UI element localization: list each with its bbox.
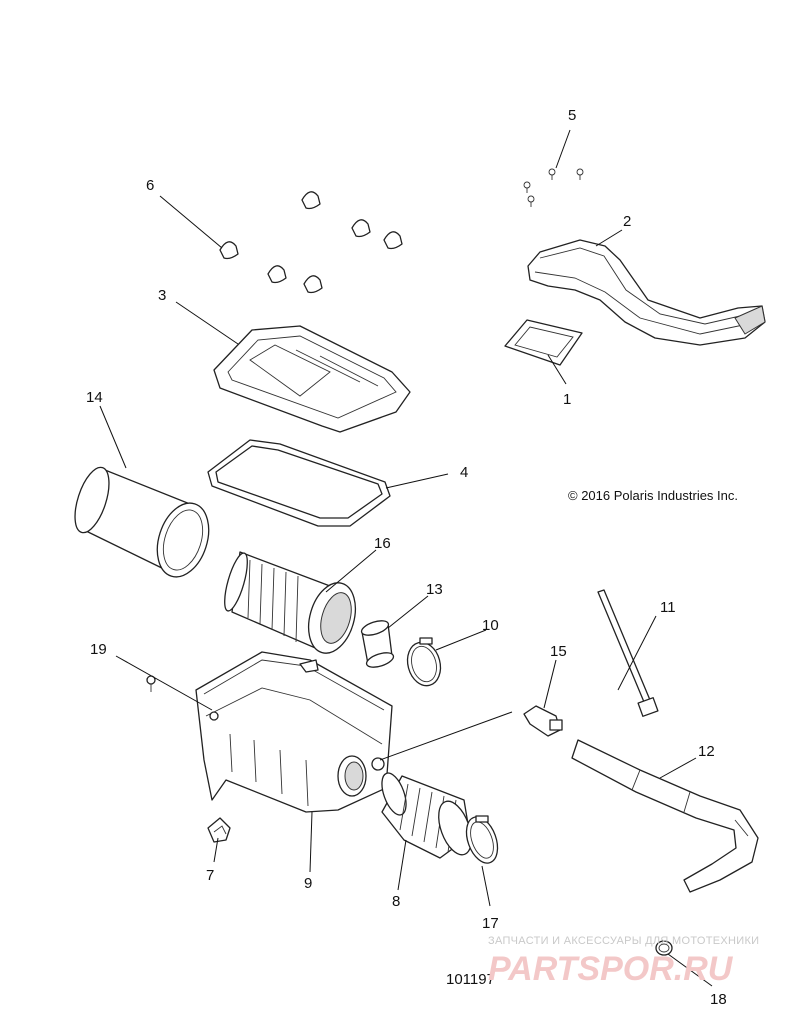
part-11-rod	[597, 589, 659, 717]
part-19-screw	[146, 675, 156, 692]
part-16-air-filter	[224, 551, 357, 654]
watermark-subtitle: ЗАПЧАСТИ И АКСЕССУАРЫ ДЛЯ МОТОТЕХНИКИ	[488, 935, 759, 947]
part-7-grommet	[207, 817, 231, 843]
part-12-breather-hose	[571, 739, 759, 893]
callout-4: 4	[460, 464, 468, 481]
part-17-hose-clamp	[465, 815, 499, 864]
leader-lines	[99, 129, 713, 987]
callout-6: 6	[146, 177, 154, 194]
part-5-screws	[523, 168, 584, 207]
callout-13: 13	[426, 581, 443, 598]
part-15-valve	[523, 705, 563, 737]
callout-1: 1	[563, 391, 571, 408]
callout-17: 17	[482, 915, 499, 932]
part-2-intake-duct	[527, 239, 766, 346]
part-14-prefilter-sleeve	[74, 466, 210, 578]
callout-18: 18	[710, 991, 727, 1008]
part-9-airbox-housing	[195, 651, 393, 813]
callout-15: 15	[550, 643, 567, 660]
part-4-gasket	[207, 439, 391, 527]
callout-11: 11	[660, 599, 676, 616]
part-1-duct-seal	[504, 319, 583, 366]
part-13-coupler-ring	[360, 620, 395, 668]
part-8-intake-boot	[381, 772, 472, 859]
callout-5: 5	[568, 107, 576, 124]
watermark: ЗАПЧАСТИ И АКСЕССУАРЫ ДЛЯ МОТОТЕХНИКИ PA…	[488, 935, 759, 988]
callout-16: 16	[374, 535, 391, 552]
callout-2: 2	[623, 213, 631, 230]
watermark-brand: PARTSPOR.RU	[488, 950, 734, 988]
callout-7: 7	[206, 867, 214, 884]
callout-12: 12	[698, 743, 715, 760]
callout-10: 10	[482, 617, 499, 634]
callout-14: 14	[86, 389, 103, 406]
callout-8: 8	[392, 893, 400, 910]
part-3-airbox-cover	[213, 325, 411, 433]
part-6-clips	[219, 191, 403, 294]
diagram-id: 101197	[446, 971, 495, 988]
copyright-notice: © 2016 Polaris Industries Inc.	[568, 488, 738, 503]
part-10-hose-clamp	[406, 637, 442, 687]
callout-numbers: 5 2 6 3 1 14 4 16 13 10 11 19 15 12 7 9 …	[86, 107, 727, 1008]
part-18-clamp	[655, 940, 673, 956]
callout-19: 19	[90, 641, 107, 658]
callout-9: 9	[304, 875, 312, 892]
callout-3: 3	[158, 287, 166, 304]
